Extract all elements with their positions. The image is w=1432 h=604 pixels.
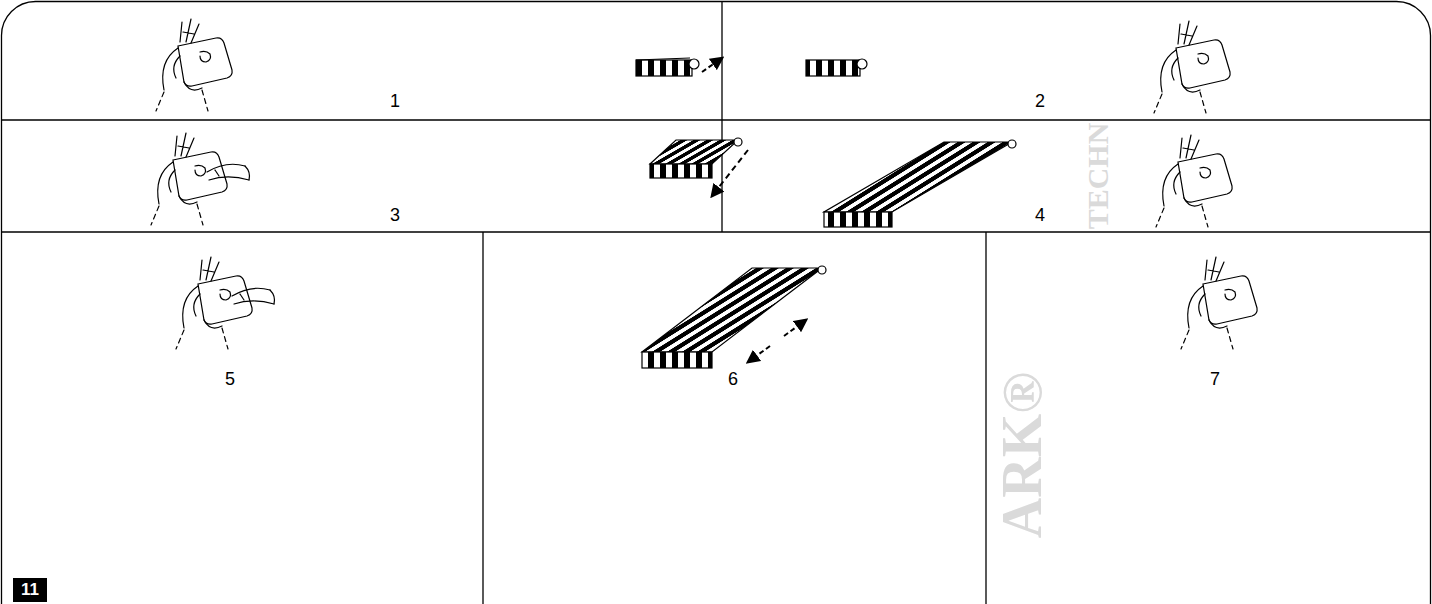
- step-number: 2: [1035, 92, 1045, 110]
- figure-number: 11: [13, 578, 47, 602]
- watermark: ARK®: [994, 372, 1050, 538]
- step-number: 5: [225, 370, 235, 388]
- step-number: 6: [728, 370, 738, 388]
- step-number: 3: [390, 206, 400, 224]
- step-number: 7: [1210, 370, 1220, 388]
- step-number: 1: [390, 92, 400, 110]
- step-number: 4: [1035, 206, 1045, 224]
- watermark: TECHN: [1083, 123, 1113, 230]
